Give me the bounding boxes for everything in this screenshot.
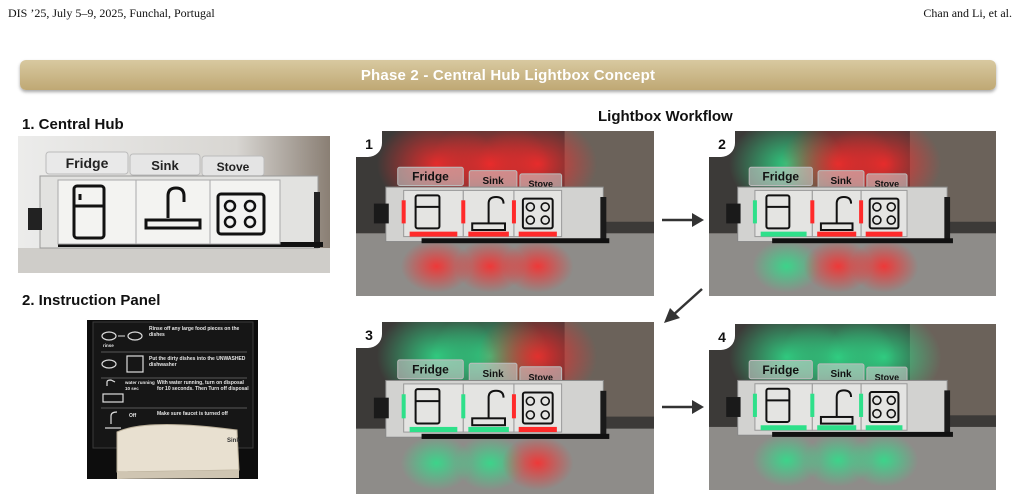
running-header-left: DIS ’25, July 5–9, 2025, Funchal, Portug… bbox=[8, 6, 215, 20]
stove-icon bbox=[209, 179, 281, 245]
fridge-icon bbox=[765, 387, 791, 423]
step-2-label-stove: Stove bbox=[875, 179, 900, 189]
step-2-label-fridge: Fridge bbox=[762, 170, 799, 184]
phase-banner: Phase 2 - Central Hub Lightbox Concept bbox=[20, 60, 996, 90]
disposal-icon bbox=[102, 379, 124, 403]
sink-icon bbox=[819, 389, 854, 425]
sink-icon bbox=[819, 195, 854, 232]
workflow-step-2-photo: Fridge Sink Stove 2 bbox=[709, 131, 996, 296]
instruction-panel-photo: rinse Rinse off any large food pieces on… bbox=[87, 320, 258, 479]
arrow-right-icon bbox=[662, 400, 704, 414]
step-1-badge: 1 bbox=[356, 131, 382, 157]
fridge-icon bbox=[414, 194, 441, 230]
workflow-step-1-photo: Fridge Sink Stove 1 bbox=[356, 131, 654, 296]
workflow-step-4-photo: Fridge Sink Stove 4 bbox=[709, 324, 996, 490]
step-1-label-stove: Stove bbox=[529, 179, 554, 189]
step-4-label-sink: Sink bbox=[830, 369, 852, 380]
fridge-icon bbox=[414, 388, 441, 425]
fridge-icon bbox=[765, 194, 791, 230]
faucet-off-icon bbox=[105, 411, 121, 429]
rinse-icon bbox=[101, 331, 143, 341]
step-2-text: Put the dirty dishes into the UNWASHED d… bbox=[149, 356, 246, 368]
arrow-diagonal-icon bbox=[664, 288, 703, 323]
step-1-label-fridge: Fridge bbox=[412, 170, 449, 184]
step-3-label-fridge: Fridge bbox=[412, 363, 449, 377]
section-title-instruction-panel: 2. Instruction Panel bbox=[22, 292, 161, 309]
hub-label-fridge: Fridge bbox=[66, 155, 109, 171]
step-3-label-stove: Stove bbox=[529, 372, 554, 382]
sink-icon bbox=[471, 195, 506, 232]
step-1-text: Rinse off any large food pieces on the d… bbox=[149, 326, 240, 338]
sink-icon bbox=[471, 389, 506, 427]
step-3-icon-label: water running 10 sec bbox=[125, 380, 155, 391]
step-2-badge: 2 bbox=[709, 131, 735, 157]
stove-icon bbox=[521, 197, 554, 230]
stove-icon bbox=[521, 391, 554, 425]
step-4-icon-label: Off bbox=[129, 413, 137, 419]
running-header-right: Chan and Li, et al. bbox=[923, 6, 1012, 20]
hub-label-stove: Stove bbox=[217, 160, 250, 174]
step-1-label-sink: Sink bbox=[483, 176, 505, 187]
step-3-badge: 3 bbox=[356, 322, 382, 348]
stove-icon bbox=[868, 197, 900, 230]
stove-icon bbox=[868, 391, 900, 423]
step-2-label-sink: Sink bbox=[830, 176, 852, 187]
fridge-icon bbox=[57, 179, 137, 245]
sink-icon bbox=[135, 179, 211, 245]
section-title-central-hub: 1. Central Hub bbox=[22, 116, 124, 133]
step-4-label-stove: Stove bbox=[875, 372, 900, 382]
central-hub-photo: Fridge Sink Stove bbox=[18, 136, 330, 273]
step-1-icon-label: rinse bbox=[103, 343, 114, 348]
step-4-badge: 4 bbox=[709, 324, 735, 350]
section-title-workflow: Lightbox Workflow bbox=[598, 108, 733, 125]
step-3-label-sink: Sink bbox=[483, 369, 505, 380]
phase-banner-title: Phase 2 - Central Hub Lightbox Concept bbox=[360, 66, 656, 84]
hub-label-sink: Sink bbox=[151, 158, 179, 173]
step-4-text: Make sure faucet is turned off bbox=[157, 411, 228, 417]
arrow-right-icon bbox=[662, 213, 704, 227]
step-4-label-fridge: Fridge bbox=[762, 363, 799, 377]
panel-footer: Sink bbox=[227, 438, 240, 444]
step-3-text: With water running, turn on disposal for… bbox=[157, 380, 249, 392]
workflow-step-3-photo: Fridge Sink Stove 3 bbox=[356, 322, 654, 494]
svg-text:rinse: rinse bbox=[103, 343, 114, 348]
dishwasher-icon bbox=[101, 355, 144, 373]
